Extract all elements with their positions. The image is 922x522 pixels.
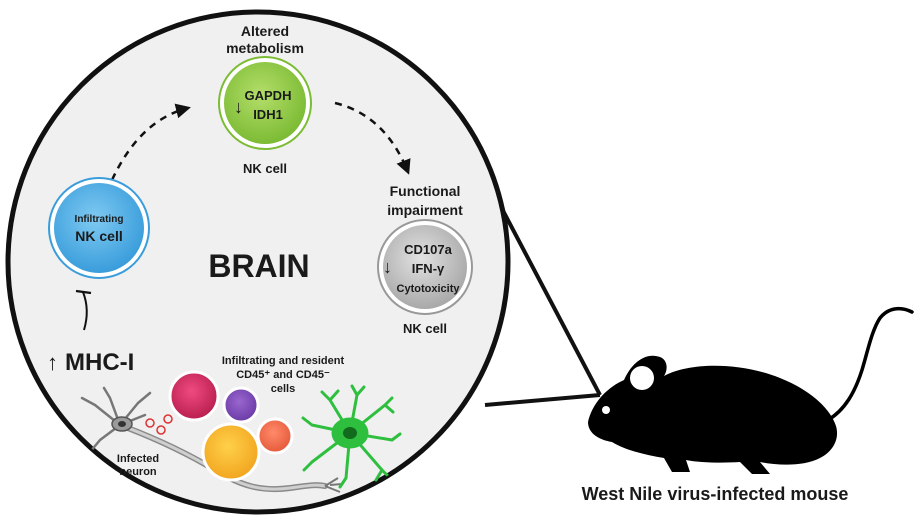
impaired-marker-cytotoxicity: Cytotoxicity — [397, 283, 461, 295]
virus-particles — [145, 414, 173, 435]
cd45-line3: cells — [271, 383, 295, 395]
purple-immune-cell — [222, 386, 260, 424]
metabolic-nk-cell — [218, 56, 312, 150]
metabolic-down-arrow: ↓ — [234, 97, 243, 117]
brain-label: BRAIN — [208, 248, 309, 284]
mhc-up-arrow: ↑ — [47, 350, 58, 375]
metabolic-marker-idh1: IDH1 — [253, 107, 283, 122]
impaired-nk-cell — [377, 219, 473, 315]
salmon-immune-cell — [256, 417, 294, 455]
magenta-immune-cell — [168, 370, 220, 422]
mhc-label: MHC-I — [65, 349, 134, 376]
functional-impairment-line1: Functional — [390, 183, 461, 199]
brain-circle — [5, 9, 511, 515]
neuron-illustration — [80, 386, 343, 493]
altered-metabolism-line2: metabolism — [226, 40, 304, 56]
mouse-silhouette — [588, 306, 914, 474]
metabolic-marker-gapdh: GAPDH — [245, 88, 292, 103]
impaired-nk-caption: NK cell — [403, 321, 447, 336]
microglia-cell — [301, 384, 402, 489]
zoom-line-lower — [484, 393, 601, 407]
mouse-ear-inner — [630, 366, 654, 390]
cd45-line1: Infiltrating and resident — [222, 355, 345, 367]
cd45-line2: CD45⁺ and CD45⁻ — [236, 369, 330, 381]
inhibition-symbol — [75, 289, 92, 331]
impaired-marker-cd107a: CD107a — [404, 242, 452, 257]
infiltrating-nk-line1: Infiltrating — [75, 214, 124, 225]
mouse-eye — [602, 406, 610, 414]
orange-immune-cell — [201, 422, 261, 482]
impaired-down-arrow: ↓ — [383, 257, 392, 277]
arrow-to-metabolism — [110, 103, 191, 181]
infiltrating-nk-cell — [48, 177, 150, 279]
neuron-label-line1: Infected — [117, 453, 159, 465]
arrow-to-impairment — [334, 101, 411, 175]
mouse-caption: West Nile virus-infected mouse — [582, 484, 849, 504]
infiltrating-nk-line2: NK cell — [75, 228, 122, 244]
functional-impairment-line2: impairment — [387, 202, 463, 218]
impaired-marker-ifng: IFN-γ — [412, 261, 445, 276]
altered-metabolism-line1: Altered — [241, 23, 289, 39]
neuron-label-line2: neuron — [119, 466, 157, 478]
metabolic-nk-caption: NK cell — [243, 161, 287, 176]
